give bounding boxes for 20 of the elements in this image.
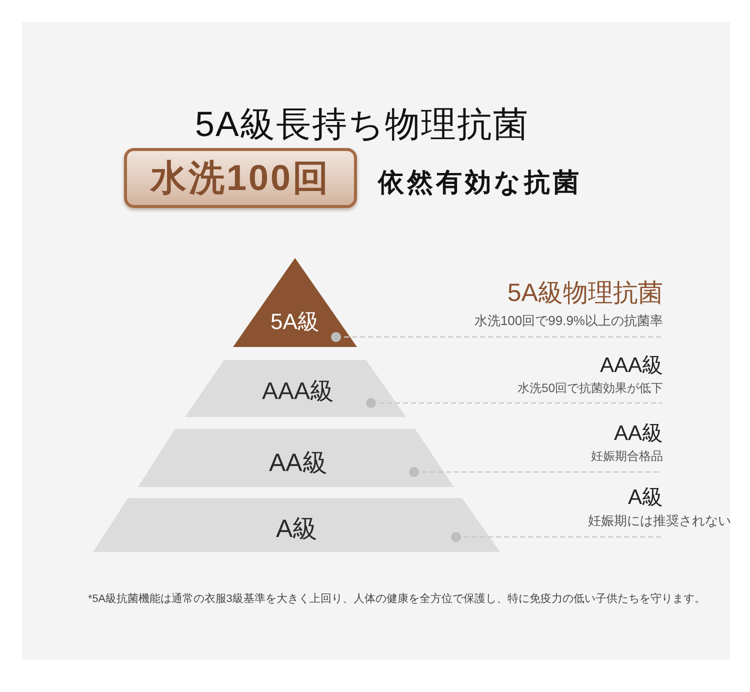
grade-heading: AA級 bbox=[614, 422, 663, 445]
badge: 水洗100回 bbox=[124, 148, 357, 208]
leader-line bbox=[409, 467, 662, 477]
pyramid-tier: AAA級 bbox=[185, 360, 406, 417]
footnote: *5A級抗菌機能は通常の衣服3級基準を大きく上回り、人体の健康を全方位で保護し、特に免疫力の低い子供たちを守ります。 bbox=[88, 592, 706, 606]
grade-description: 水洗100回で99.9%以上の抗菌率 bbox=[474, 313, 663, 328]
leader-line bbox=[366, 398, 662, 408]
pyramid-tier: AA級 bbox=[138, 429, 454, 487]
pyramid-tier: A級 bbox=[93, 498, 500, 552]
grade-heading: A級 bbox=[628, 486, 663, 509]
leader-line bbox=[331, 332, 662, 342]
pyramid-tier: 5A級 bbox=[233, 258, 357, 347]
grade-heading: AAA級 bbox=[600, 354, 663, 377]
grade-description: 妊娠期には推奨されない bbox=[588, 513, 731, 528]
tagline: 依然有効な抗菌 bbox=[378, 166, 582, 198]
grade-heading: 5A級物理抗菌 bbox=[507, 279, 663, 307]
grade-description: 妊娠期合格品 bbox=[591, 449, 663, 463]
title: 5A級長持ち物理抗菌 bbox=[195, 104, 529, 146]
grade-description: 水洗50回で抗菌効果が低下 bbox=[518, 381, 663, 395]
leader-line bbox=[451, 532, 662, 542]
